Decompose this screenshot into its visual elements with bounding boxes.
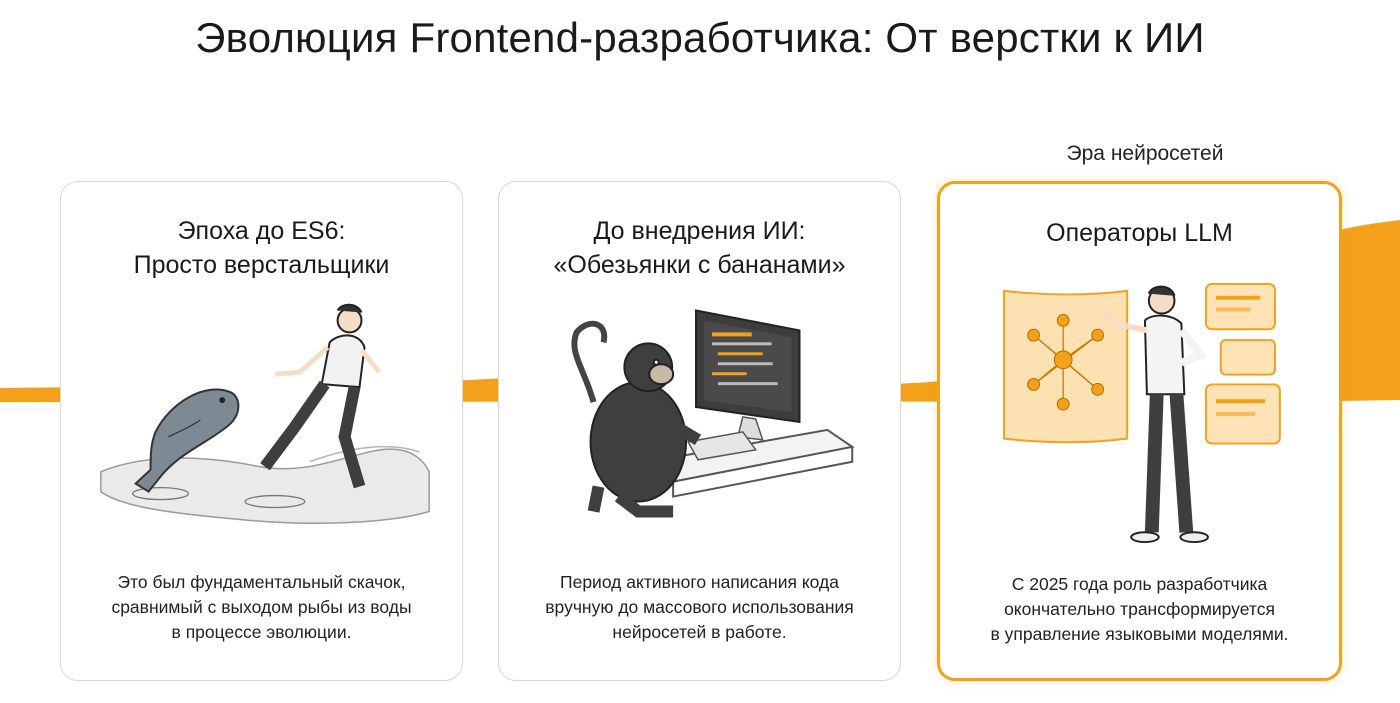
card-text-line: в процессе эволюции.: [171, 622, 352, 642]
card-description: С 2025 года роль разработчика окончатель…: [940, 572, 1339, 647]
fish-and-running-man-illustration: [100, 303, 430, 524]
standing-man-icon: [1103, 285, 1209, 544]
card-title: До внедрения ИИ: «Обезьянки с бананами»: [499, 214, 900, 282]
card-llm-operators: Операторы LLM: [937, 181, 1342, 681]
card-text-line: вручную до массового использования: [545, 597, 854, 617]
running-man-icon: [260, 303, 382, 489]
monkey-at-computer-illustration: [571, 309, 855, 518]
card-title-line: До внедрения ИИ:: [593, 217, 806, 245]
monkey-icon: [571, 320, 702, 518]
man-with-holographic-ai-screens-illustration: [1003, 282, 1281, 544]
card-text-line: Это был фундаментальный скачок,: [117, 572, 406, 592]
card-title: Эпоха до ES6: Просто верстальщики: [61, 214, 462, 282]
card-title: Операторы LLM: [940, 216, 1339, 250]
card-text-line: нейросетей в работе.: [612, 622, 787, 642]
card-title-line: Просто верстальщики: [133, 251, 390, 279]
chat-window-icon: [1205, 282, 1281, 445]
card-description: Период активного написания кода вручную …: [499, 570, 900, 645]
card-title-line: Эпоха до ES6:: [177, 217, 346, 245]
era-label: Эра нейросетей: [1066, 142, 1224, 165]
card-title-line: «Обезьянки с бананами»: [553, 251, 846, 279]
page-title: Эволюция Frontend-разработчика: От верст…: [195, 14, 1205, 61]
neural-network-hologram-icon: [1003, 289, 1129, 444]
card-text-line: сравнимый с выходом рыбы из воды: [111, 597, 412, 617]
card-pre-es6: Эпоха до ES6: Просто верстальщики Это бы…: [60, 181, 463, 681]
card-text-line: в управление языковыми моделями.: [990, 624, 1289, 644]
card-text-line: С 2025 года роль разработчика: [1011, 574, 1268, 594]
card-text-line: окончательно трансформируется: [1004, 599, 1275, 619]
computer-monitor-icon: [695, 309, 801, 441]
fish-icon: [133, 388, 240, 493]
card-text-line: Период активного написания кода: [560, 572, 839, 592]
card-pre-ai: До внедрения ИИ: «Обезьянки с бананами»: [498, 181, 901, 681]
card-description: Это был фундаментальный скачок, сравнимы…: [61, 570, 462, 645]
card-title-line: Операторы LLM: [1046, 219, 1233, 247]
